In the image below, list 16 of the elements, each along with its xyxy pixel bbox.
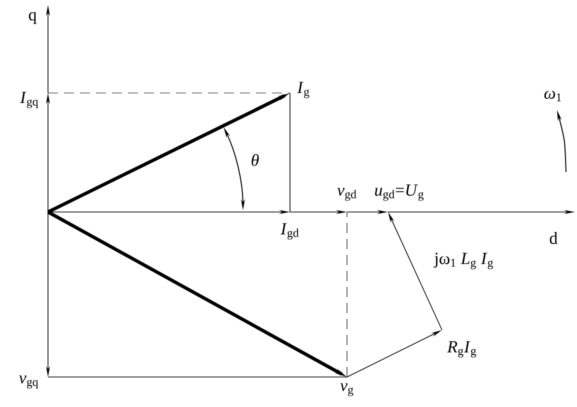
dashed-line [48, 92, 290, 94]
point-label: v$_{gd}$ [337, 188, 356, 201]
point-label: v$_{gq}$ [19, 376, 38, 388]
point-label: I$_{gd}$ [280, 223, 299, 240]
point-label: R$_{g}$I$_{g}$ [447, 341, 476, 358]
dashed-line [346, 212, 348, 378]
point-label: d [550, 232, 558, 244]
point-label: I$_{g}$ [297, 82, 310, 98]
point-label: q [28, 12, 36, 24]
angle-label: θ [252, 154, 259, 166]
point-label: v$_{g}$ [340, 383, 354, 396]
rotation-label: ω$_{1}$ [544, 90, 562, 102]
edge-label: jω$_{1}$ L$_{g}$ I$_{g}$ [434, 252, 494, 270]
point-label: u$_{gd}$=U$_{g}$ [375, 184, 424, 201]
point-label: I$_{gq}$ [20, 92, 38, 108]
line [48, 376, 348, 378]
